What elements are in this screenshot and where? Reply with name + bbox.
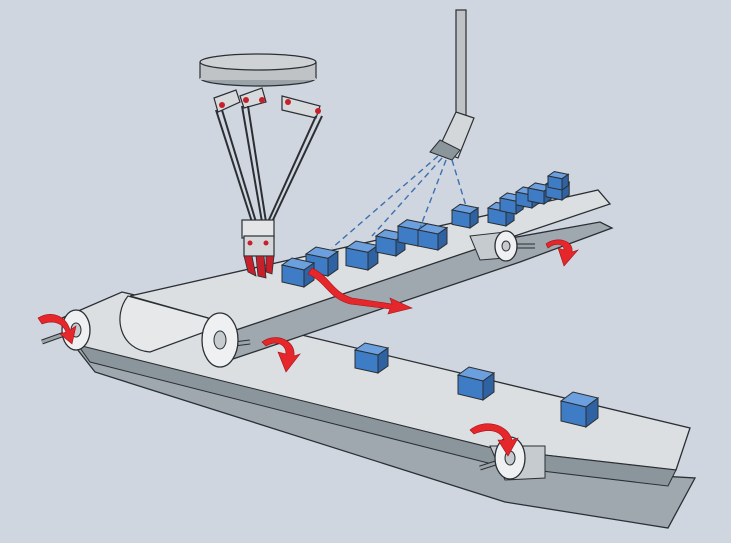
infeed-conveyor — [119, 171, 614, 368]
rotation-arrow-icon — [469, 423, 519, 457]
infeed-box — [450, 203, 480, 229]
outfeed-box — [559, 391, 600, 428]
gripper-fingers — [243, 255, 275, 279]
robot-upper-arms — [213, 87, 321, 119]
robot-parallel-links — [215, 105, 323, 223]
robot-joints — [219, 97, 321, 114]
outfeed-right-roller — [479, 436, 546, 481]
motion-arrows — [37, 239, 579, 457]
rotation-arrow-icon — [545, 239, 579, 267]
rotation-arrow-icon — [261, 337, 301, 373]
infeed-box — [546, 171, 570, 191]
vision-camera — [331, 9, 475, 249]
infeed-box — [304, 246, 340, 277]
infeed-box — [416, 223, 449, 251]
outfeed-box — [353, 342, 390, 374]
camera-beam — [331, 155, 467, 249]
robot-end-effector — [241, 219, 275, 279]
infeed-box-group — [304, 171, 571, 277]
transfer-arrow-icon — [307, 267, 413, 315]
infeed-box — [344, 240, 380, 271]
delta-robot — [199, 53, 323, 288]
rotation-arrow-icon — [37, 314, 77, 345]
infeed-rear-roller — [469, 230, 535, 262]
infeed-belt-wrap — [119, 295, 211, 353]
outfeed-box — [456, 366, 496, 401]
camera-mount-pole — [455, 9, 467, 121]
infeed-front-roller — [201, 312, 251, 368]
